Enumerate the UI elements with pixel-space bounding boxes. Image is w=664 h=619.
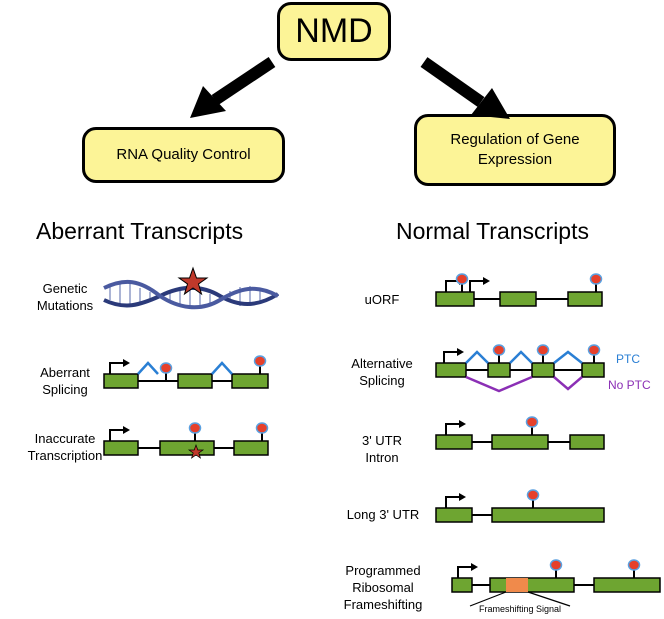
- rna-quality-control-label: RNA Quality Control: [116, 146, 251, 163]
- exon: [567, 291, 603, 307]
- legend-no-ptc: No PTC: [608, 378, 651, 392]
- ptc-marker: [526, 489, 540, 509]
- exon: [231, 373, 269, 389]
- exon: [491, 507, 605, 523]
- error-star-icon: [187, 443, 205, 459]
- long-utr-label: Long 3' UTR: [346, 507, 420, 522]
- exon: [435, 434, 473, 450]
- exon: [177, 373, 213, 389]
- exon: [593, 577, 661, 593]
- dna-helix-icon: [103, 266, 280, 310]
- aberrant-splicing-transcript: [103, 355, 269, 389]
- title-box: NMD: [277, 2, 391, 61]
- frameshifting-transcript: [451, 559, 661, 607]
- alternative-splicing-label: Alternative Splicing: [351, 356, 413, 388]
- aberrant-splicing-label: Aberrant Splicing: [40, 365, 90, 397]
- uorf-label: uORF: [364, 292, 400, 307]
- legend-ptc: PTC: [616, 352, 640, 366]
- inaccurate-transcription-transcript: [103, 422, 269, 459]
- ptc-marker: [589, 273, 603, 293]
- utr-intron-label: 3' UTR Intron: [361, 433, 403, 465]
- mutation-star-icon: [177, 266, 209, 296]
- exon: [435, 362, 467, 378]
- exon: [451, 577, 473, 593]
- ptc-marker: [627, 559, 641, 579]
- exon: [435, 291, 475, 307]
- normal-heading: Normal Transcripts: [396, 218, 589, 244]
- ptc-marker: [587, 344, 601, 364]
- exon: [233, 440, 269, 456]
- exon: [531, 362, 555, 378]
- exon: [499, 291, 537, 307]
- arrow-right: [420, 57, 510, 119]
- rna-quality-control-box: RNA Quality Control: [82, 127, 285, 183]
- exon: [489, 577, 575, 593]
- ptc-marker: [255, 422, 269, 442]
- ptc-marker: [549, 559, 563, 579]
- ptc-marker: [536, 344, 550, 364]
- frameshifting-label: Programmed Ribosomal Frameshifting: [343, 563, 423, 612]
- gene-expression-box: Regulation of Gene Expression: [414, 114, 616, 186]
- title-text: NMD: [295, 12, 373, 50]
- exon: [487, 362, 511, 378]
- genetic-mutations-label: Genetic Mutations: [36, 281, 94, 313]
- inaccurate-transcription-label: Inaccurate Transcription: [27, 431, 103, 463]
- exon: [435, 507, 473, 523]
- ptc-marker: [455, 273, 469, 293]
- ptc-marker: [253, 355, 267, 375]
- exon: [491, 434, 549, 450]
- exon: [581, 362, 605, 378]
- gene-expression-label: Regulation of Gene Expression: [450, 131, 580, 168]
- frameshifting-signal-label: Frameshifting Signal: [478, 604, 562, 614]
- long-utr-transcript: [435, 489, 605, 523]
- frameshifting-signal: [506, 578, 528, 592]
- exon: [159, 440, 215, 456]
- ptc-marker: [492, 344, 506, 364]
- arrow-left: [190, 57, 276, 118]
- ptc-marker: [159, 362, 173, 382]
- exon: [103, 440, 139, 456]
- uorf-transcript: [435, 273, 603, 307]
- exon: [569, 434, 605, 450]
- utr-intron-transcript: [435, 416, 605, 450]
- ptc-marker: [525, 416, 539, 436]
- ptc-marker: [188, 422, 202, 442]
- exon: [103, 373, 139, 389]
- aberrant-heading: Aberrant Transcripts: [36, 218, 244, 244]
- alternative-splicing-transcript: [435, 344, 605, 393]
